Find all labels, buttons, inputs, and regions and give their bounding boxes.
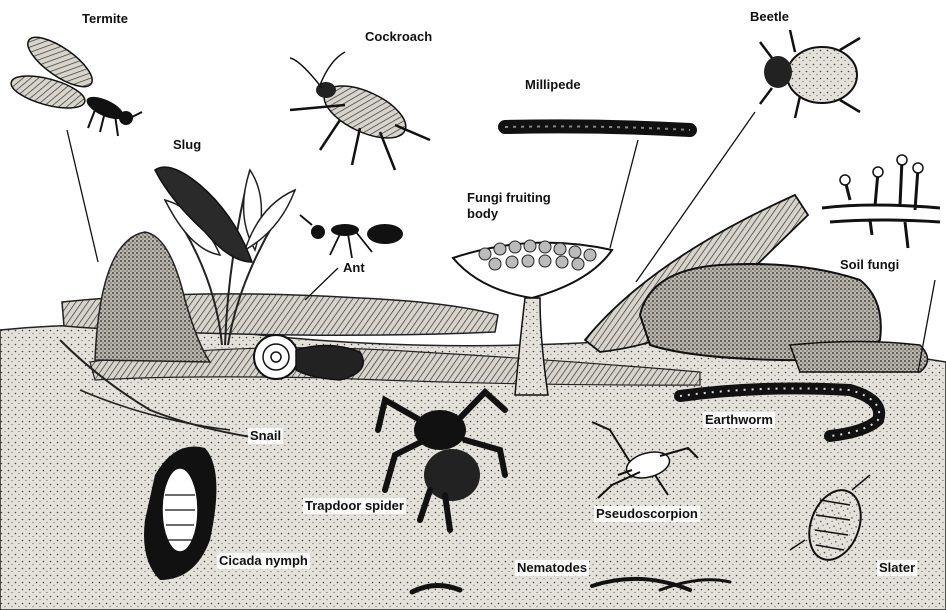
label-trapdoor-spider: Trapdoor spider <box>303 498 406 514</box>
beetle <box>760 30 860 118</box>
label-pseudoscorpion: Pseudoscorpion <box>594 506 700 522</box>
label-beetle: Beetle <box>750 9 789 25</box>
cockroach <box>290 52 430 170</box>
wood-and-rocks <box>585 195 928 372</box>
ant <box>300 215 403 258</box>
label-slug: Slug <box>173 137 201 153</box>
label-cockroach: Cockroach <box>365 29 432 45</box>
millipede <box>505 126 690 130</box>
label-fungi-fruiting-body: Fungi fruiting body <box>467 190 551 222</box>
label-termite: Termite <box>82 11 128 27</box>
termite <box>8 29 142 136</box>
label-cicada-nymph: Cicada nymph <box>217 553 310 569</box>
label-earthworm: Earthworm <box>703 412 775 428</box>
label-snail: Snail <box>248 428 283 444</box>
label-millipede: Millipede <box>525 77 581 93</box>
label-ant: Ant <box>343 260 365 276</box>
label-slater: Slater <box>877 560 917 576</box>
soil-fungi <box>822 155 940 248</box>
label-nematodes: Nematodes <box>515 560 589 576</box>
label-soil-fungi: Soil fungi <box>840 257 899 273</box>
